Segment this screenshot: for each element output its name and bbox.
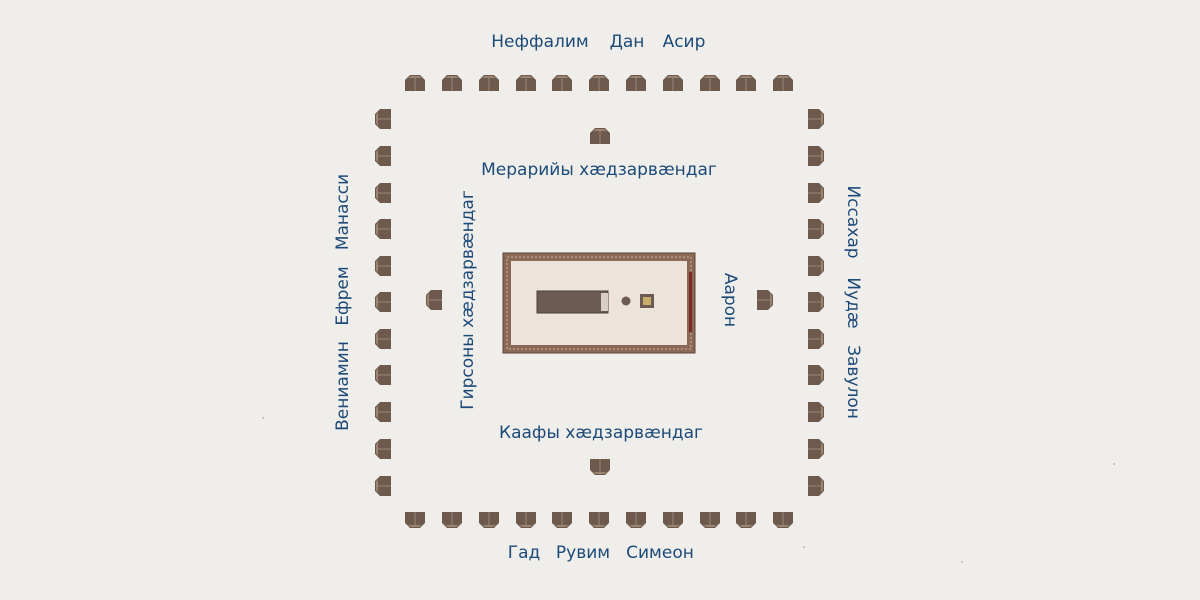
tent-icon	[773, 75, 793, 91]
tent-icon	[808, 439, 824, 459]
paper-speck	[803, 546, 805, 548]
tribe-label-simeon: Симеон	[626, 543, 694, 563]
tent-icon	[589, 75, 609, 91]
tent-icon	[516, 75, 536, 91]
tent-icon	[375, 476, 391, 496]
altar-icon	[536, 290, 609, 314]
laver-icon	[621, 296, 631, 306]
tribe-label-issachar: Иссахар	[843, 185, 863, 259]
tent-icon	[736, 512, 756, 528]
tent-icon	[589, 512, 609, 528]
tribe-label-manasseh: Манасси	[333, 173, 353, 251]
tribe-label-ephraim: Ефрем	[333, 266, 353, 326]
tent-icon	[626, 75, 646, 91]
tent-icon	[700, 512, 720, 528]
tent-icon	[590, 128, 610, 144]
tent-icon	[663, 512, 683, 528]
tent-icon	[426, 290, 442, 310]
tribe-label-dan: Дан	[609, 32, 645, 52]
tent-icon	[516, 512, 536, 528]
tribe-label-naphtali: Неффалим	[491, 32, 589, 52]
tent-icon	[375, 292, 391, 312]
tent-icon	[590, 459, 610, 475]
tent-icon	[442, 512, 462, 528]
levite-label-merari: Мерарийы хæдзарвæндаг	[481, 160, 717, 180]
paper-speck	[1113, 463, 1115, 465]
tent-icon	[479, 512, 499, 528]
tribe-label-benjamin: Вениамин	[333, 341, 353, 431]
tent-icon	[808, 402, 824, 422]
tent-icon	[375, 183, 391, 203]
paper-speck	[262, 417, 264, 419]
tent-icon	[375, 256, 391, 276]
tent-icon	[773, 512, 793, 528]
tent-icon	[757, 290, 773, 310]
tribe-label-gad: Гад	[507, 543, 541, 563]
tent-icon	[700, 75, 720, 91]
tent-icon	[552, 512, 572, 528]
tent-icon	[405, 512, 425, 528]
tribe-label-zebulun: Завулон	[843, 345, 863, 419]
levite-label-aaron: Аарон	[720, 272, 740, 328]
tribe-label-reuben: Рувим	[555, 543, 611, 563]
tent-icon	[375, 329, 391, 349]
levite-label-gershon: Гирсоны хæдзарвæндаг	[458, 190, 478, 410]
tent-icon	[808, 476, 824, 496]
tribe-label-judah: Иудæ	[843, 277, 863, 329]
tent-icon	[808, 329, 824, 349]
lampstand-icon	[640, 294, 654, 308]
tent-icon	[808, 292, 824, 312]
tents-group	[375, 75, 824, 528]
tent-icon	[552, 75, 572, 91]
tent-icon	[626, 512, 646, 528]
tent-icon	[375, 146, 391, 166]
levite-label-kohath: Каафы хæдзарвæндаг	[499, 423, 703, 443]
tent-icon	[375, 365, 391, 385]
tent-icon	[736, 75, 756, 91]
tent-icon	[479, 75, 499, 91]
tent-icon	[663, 75, 683, 91]
tent-icon	[375, 402, 391, 422]
tent-icon	[375, 439, 391, 459]
tent-icon	[405, 75, 425, 91]
paper-speck	[961, 561, 963, 563]
tent-icon	[808, 219, 824, 239]
tent-icon	[808, 109, 824, 129]
tent-icon	[808, 365, 824, 385]
tent-icon	[375, 109, 391, 129]
tent-icon	[375, 219, 391, 239]
tent-icon	[442, 75, 462, 91]
tent-icon	[808, 183, 824, 203]
tent-icon	[808, 256, 824, 276]
tent-icon	[808, 146, 824, 166]
tribe-label-asher: Асир	[662, 32, 706, 52]
